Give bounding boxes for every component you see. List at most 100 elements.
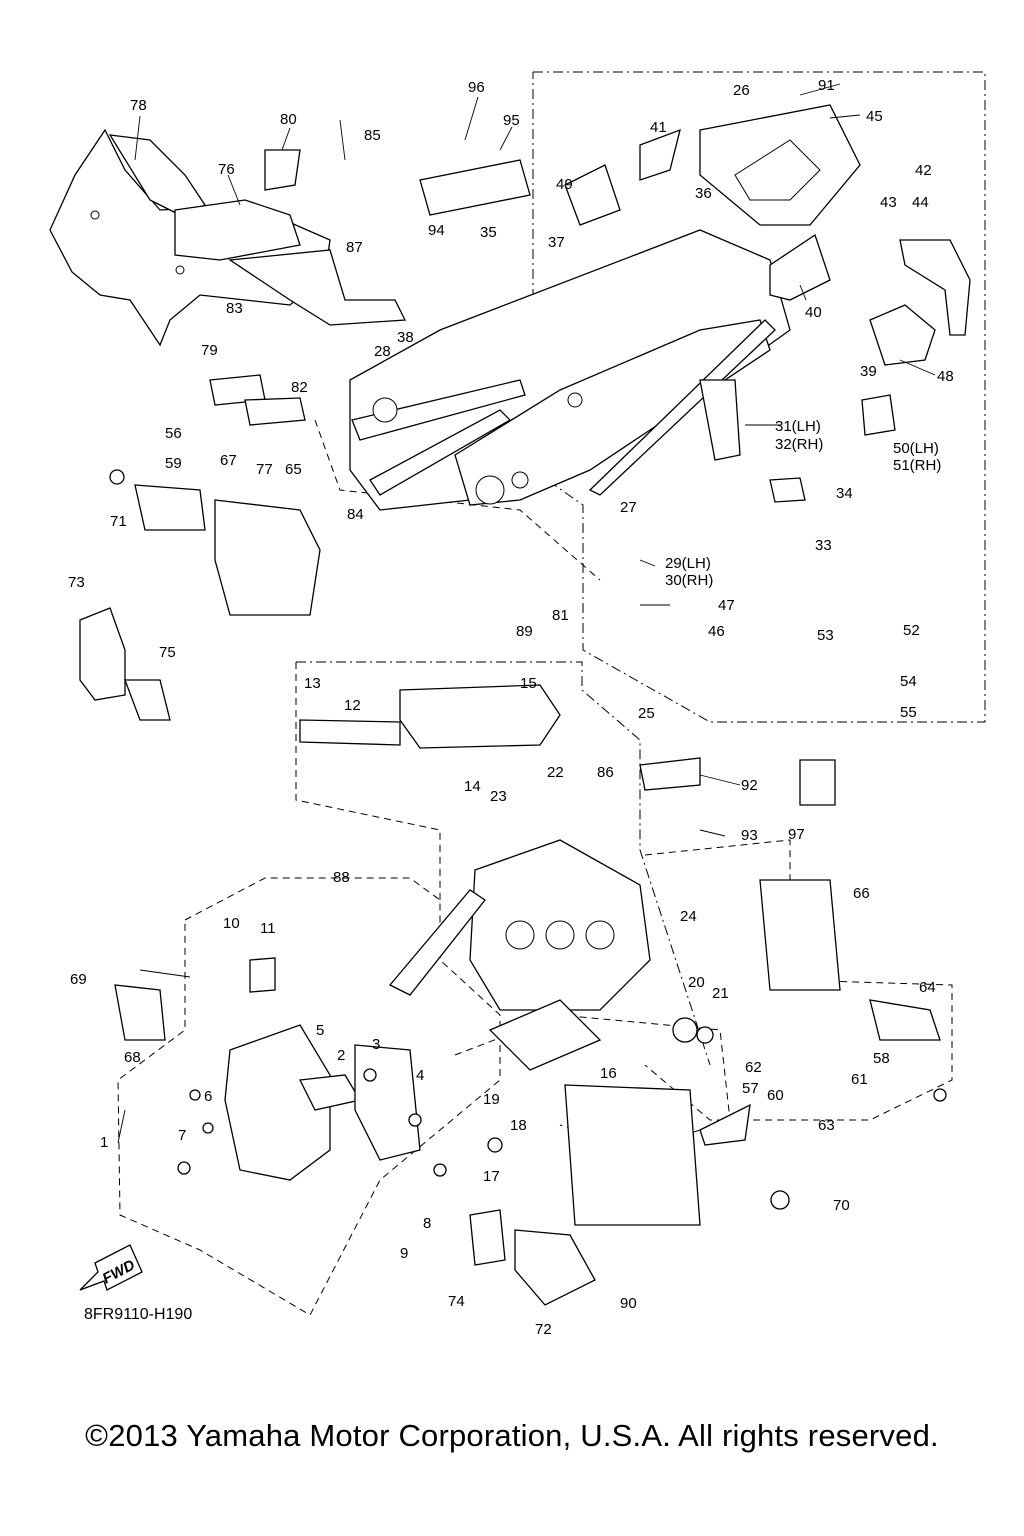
callout-4: 4 bbox=[416, 1067, 424, 1084]
callout-31lh: 31(LH) bbox=[775, 418, 821, 435]
callout-91: 91 bbox=[818, 77, 835, 94]
callout-44: 44 bbox=[912, 194, 929, 211]
callout-17: 17 bbox=[483, 1168, 500, 1185]
callout-78: 78 bbox=[130, 97, 147, 114]
callout-59: 59 bbox=[165, 455, 182, 472]
callout-87: 87 bbox=[346, 239, 363, 256]
callout-85: 85 bbox=[364, 127, 381, 144]
callout-14: 14 bbox=[464, 778, 481, 795]
misc-parts bbox=[469, 1103, 790, 1306]
callout-24: 24 bbox=[680, 908, 697, 925]
callout-45: 45 bbox=[866, 108, 883, 125]
callout-52: 52 bbox=[903, 622, 920, 639]
callout-22: 22 bbox=[547, 764, 564, 781]
callout-34: 34 bbox=[836, 485, 853, 502]
callout-26: 26 bbox=[733, 82, 750, 99]
leader-lines bbox=[117, 83, 936, 1144]
callout-81: 81 bbox=[552, 607, 569, 624]
callout-2: 2 bbox=[337, 1047, 345, 1064]
callout-57: 57 bbox=[742, 1080, 759, 1097]
callout-64: 64 bbox=[919, 979, 936, 996]
callout-51rh: 51(RH) bbox=[893, 457, 941, 474]
callout-9: 9 bbox=[400, 1245, 408, 1262]
callout-11: 11 bbox=[260, 920, 276, 937]
callout-29lh: 29(LH) bbox=[665, 555, 711, 572]
callout-92: 92 bbox=[741, 777, 758, 794]
callout-1: 1 bbox=[100, 1134, 108, 1151]
callout-15: 15 bbox=[520, 675, 537, 692]
callout-89: 89 bbox=[516, 623, 533, 640]
callout-48: 48 bbox=[937, 368, 954, 385]
callout-88: 88 bbox=[333, 869, 350, 886]
callout-5: 5 bbox=[316, 1022, 324, 1039]
callout-19: 19 bbox=[483, 1091, 500, 1108]
callout-8: 8 bbox=[423, 1215, 431, 1232]
callout-56: 56 bbox=[165, 425, 182, 442]
callout-39: 39 bbox=[860, 363, 877, 380]
callout-75: 75 bbox=[159, 644, 176, 661]
callout-40: 40 bbox=[805, 304, 822, 321]
fwd-arrow-icon: FWD bbox=[79, 1244, 143, 1291]
callout-25: 25 bbox=[638, 705, 655, 722]
callout-95: 95 bbox=[503, 112, 520, 129]
callout-76: 76 bbox=[218, 161, 235, 178]
callout-66: 66 bbox=[853, 885, 870, 902]
callout-68: 68 bbox=[124, 1049, 141, 1066]
callout-21: 21 bbox=[712, 985, 729, 1002]
callout-84: 84 bbox=[347, 506, 364, 523]
callout-65: 65 bbox=[285, 461, 302, 478]
left-brackets bbox=[79, 149, 321, 721]
callout-49: 49 bbox=[556, 176, 573, 193]
callout-79: 79 bbox=[201, 342, 218, 359]
callout-23: 23 bbox=[490, 788, 507, 805]
lower-frame bbox=[299, 684, 947, 1226]
callout-12: 12 bbox=[344, 697, 361, 714]
callout-41: 41 bbox=[650, 119, 667, 136]
callout-77: 77 bbox=[256, 461, 273, 478]
callout-74: 74 bbox=[448, 1293, 465, 1310]
figure-code: 8FR9110-H190 bbox=[84, 1306, 193, 1323]
callout-46: 46 bbox=[708, 623, 725, 640]
tunnel-frame bbox=[349, 104, 971, 511]
callout-10: 10 bbox=[223, 915, 240, 932]
callout-38: 38 bbox=[397, 329, 414, 346]
callout-33: 33 bbox=[815, 537, 832, 554]
callout-97: 97 bbox=[788, 826, 805, 843]
callout-55: 55 bbox=[900, 704, 917, 721]
callout-43: 43 bbox=[880, 194, 897, 211]
cowl-parts bbox=[49, 128, 407, 347]
callout-61: 61 bbox=[851, 1071, 868, 1088]
callout-42: 42 bbox=[915, 162, 932, 179]
callout-86: 86 bbox=[597, 764, 614, 781]
callout-72: 72 bbox=[535, 1321, 552, 1338]
callout-62: 62 bbox=[745, 1059, 762, 1076]
callout-20: 20 bbox=[688, 974, 705, 991]
callout-50lh: 50(LH) bbox=[893, 440, 939, 457]
callout-32rh: 32(RH) bbox=[775, 436, 823, 453]
callout-53: 53 bbox=[817, 627, 834, 644]
callout-3: 3 bbox=[372, 1036, 380, 1053]
callout-90: 90 bbox=[620, 1295, 637, 1312]
callout-93: 93 bbox=[741, 827, 758, 844]
callout-35: 35 bbox=[480, 224, 497, 241]
callout-47: 47 bbox=[718, 597, 735, 614]
front-bracket-assembly bbox=[114, 957, 447, 1181]
callout-37: 37 bbox=[548, 234, 565, 251]
callout-71: 71 bbox=[110, 513, 127, 530]
callout-80: 80 bbox=[280, 111, 297, 128]
callout-73: 73 bbox=[68, 574, 85, 591]
callout-58: 58 bbox=[873, 1050, 890, 1067]
callout-13: 13 bbox=[304, 675, 321, 692]
callout-7: 7 bbox=[178, 1127, 186, 1144]
callout-36: 36 bbox=[695, 185, 712, 202]
callout-28: 28 bbox=[374, 343, 391, 360]
callout-94: 94 bbox=[428, 222, 445, 239]
callout-82: 82 bbox=[291, 379, 308, 396]
callout-69: 69 bbox=[70, 971, 87, 988]
copyright-notice: ©2013 Yamaha Motor Corporation, U.S.A. A… bbox=[85, 1418, 939, 1453]
callout-60: 60 bbox=[767, 1087, 784, 1104]
callout-83: 83 bbox=[226, 300, 243, 317]
callout-27: 27 bbox=[620, 499, 637, 516]
